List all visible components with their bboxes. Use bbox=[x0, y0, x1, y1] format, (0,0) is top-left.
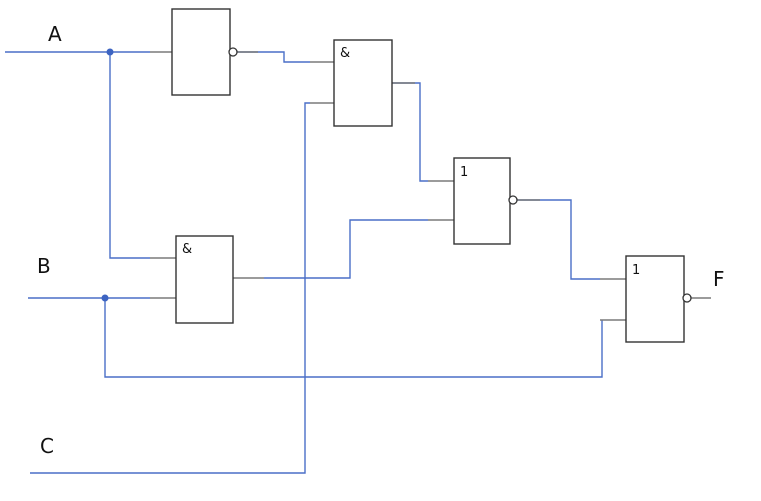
gate-leads bbox=[150, 51, 711, 321]
output-label-f: F bbox=[713, 267, 725, 291]
wire-a-to-and-bottom bbox=[109, 52, 150, 259]
wires bbox=[5, 51, 603, 474]
wire-b-to-nor-out bbox=[104, 298, 603, 378]
nor-gate-output: 1 bbox=[625, 255, 692, 343]
input-label-b: B bbox=[37, 254, 51, 278]
inversion-bubble bbox=[682, 293, 692, 303]
inversion-bubble bbox=[228, 47, 238, 57]
inversion-bubble bbox=[508, 195, 518, 205]
wire-nor-mid-to-nor-out bbox=[517, 199, 600, 280]
gate-symbol: 1 bbox=[632, 263, 640, 278]
not-gate-a bbox=[171, 8, 238, 96]
wire-not-to-and-top bbox=[236, 51, 310, 63]
wire-and-top-to-nor-mid bbox=[392, 82, 428, 182]
and-gate-top: & bbox=[333, 39, 393, 127]
gate-symbol: & bbox=[340, 46, 350, 61]
input-label-a: A bbox=[48, 22, 62, 46]
wire-c-input bbox=[30, 102, 310, 474]
gate-symbol: 1 bbox=[460, 165, 468, 180]
input-label-c: C bbox=[40, 434, 54, 458]
wire-and-bottom-to-nor-mid bbox=[264, 219, 428, 279]
junction-dot-b bbox=[101, 294, 109, 302]
gate-symbol: & bbox=[182, 242, 192, 257]
junction-dot-a bbox=[106, 48, 114, 56]
nor-gate-middle: 1 bbox=[453, 157, 518, 245]
and-gate-bottom: & bbox=[175, 235, 234, 324]
